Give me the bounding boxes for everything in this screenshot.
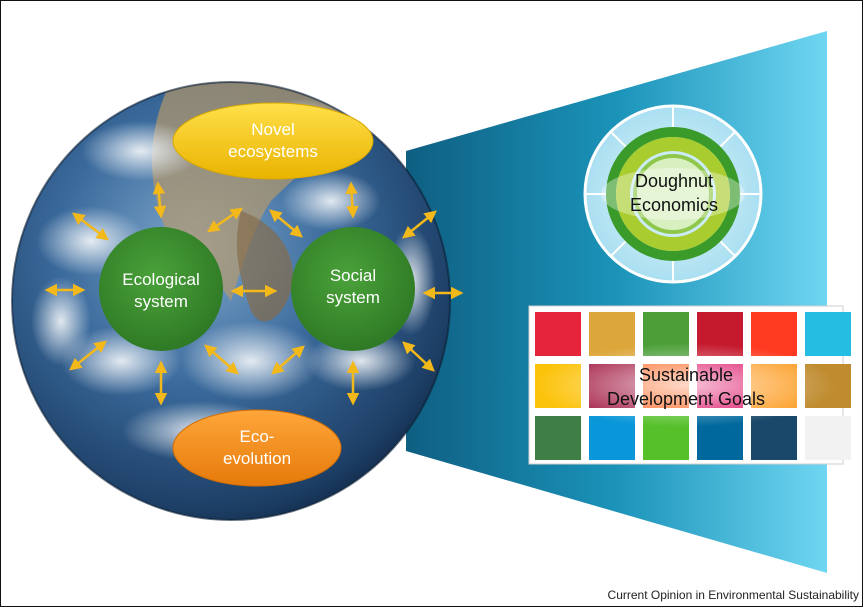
node-eco-evolution: Eco- evolution (172, 409, 342, 487)
sdg-label-1: Sustainable (639, 365, 733, 385)
arrow-social-eco-upper (269, 209, 303, 238)
arrow-social-out-downright (402, 341, 435, 372)
journal-credit: Current Opinion in Environmental Sustain… (607, 588, 859, 602)
node-social-system: Social system (291, 227, 415, 351)
arrow-social-novel (345, 181, 359, 219)
novel-ecosystems-label-2: ecosystems (228, 142, 318, 161)
doughnut-label-2: Economics (630, 195, 718, 215)
sdg-tile (805, 312, 851, 356)
sdg-tile (805, 416, 851, 460)
node-ecological-system: Ecological system (99, 227, 223, 351)
sdg-tile (535, 312, 581, 356)
social-system-label-1: Social (330, 266, 376, 285)
sdg-tile (535, 416, 581, 460)
arrow-eco-social-lower (204, 344, 239, 375)
ecological-system-label-1: Ecological (122, 270, 200, 289)
arrow-eco-novel (152, 181, 167, 219)
eco-evolution-label-1: Eco- (240, 427, 275, 446)
sdg-label-2: Development Goals (607, 389, 765, 409)
arrow-social-out-upright (402, 210, 437, 239)
doughnut-label-1: Doughnut (635, 171, 713, 191)
arrow-social-eco-lower (271, 345, 305, 375)
arrow-eco-social-upper (206, 207, 244, 233)
sdg-tile (751, 416, 797, 460)
doughnut-economics: Doughnut Economics (583, 104, 763, 284)
zoom-beam (406, 31, 827, 573)
arrow-eco-out-upleft (72, 212, 109, 241)
node-novel-ecosystems: Novel ecosystems (172, 102, 374, 180)
sdg-grid: Sustainable Development Goals (528, 305, 851, 465)
social-system-label-2: system (326, 288, 380, 307)
eco-evolution-label-2: evolution (223, 449, 291, 468)
ecological-system-label-2: system (134, 292, 188, 311)
interaction-arrows (44, 181, 464, 406)
arrow-eco-out-downleft (69, 340, 107, 371)
novel-ecosystems-label-1: Novel (251, 120, 294, 139)
